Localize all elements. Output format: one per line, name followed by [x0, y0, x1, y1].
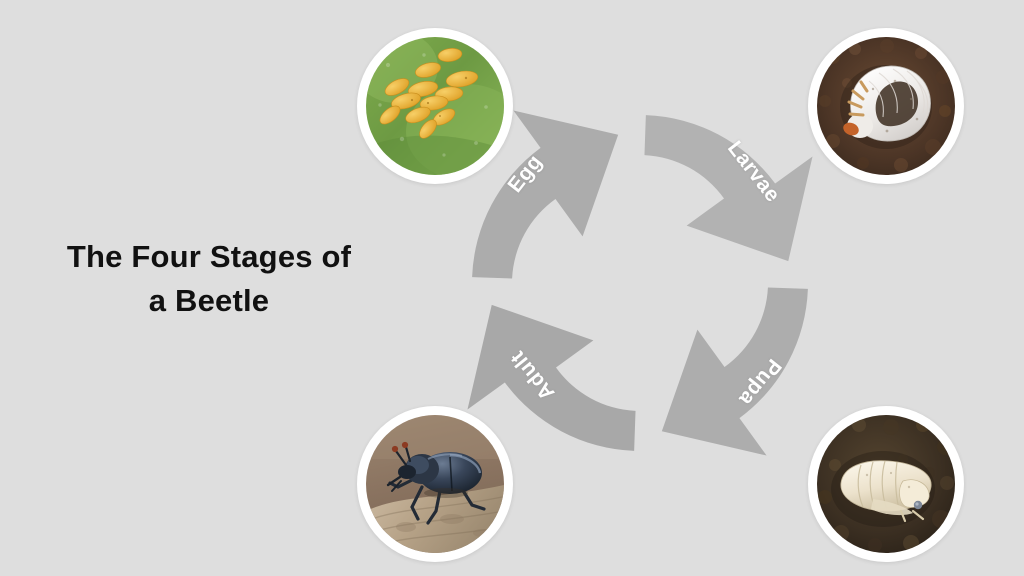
beetle-larva-illustration: [817, 37, 955, 175]
photo-egg-image: [366, 37, 504, 175]
page-title-line-1: The Four Stages of: [66, 239, 352, 274]
cycle-arrow-pupa: [661, 283, 808, 457]
beetle-eggs-illustration: [366, 37, 504, 175]
page-title-line-2: a Beetle: [148, 283, 270, 319]
photo-adult: [357, 406, 513, 562]
photo-adult-image: [366, 415, 504, 553]
photo-larvae-image: [817, 37, 955, 175]
beetle-pupa-illustration: [817, 415, 955, 553]
photo-egg: [357, 28, 513, 184]
cycle-arrow-adult: [466, 304, 640, 451]
page-title: The Four Stages of a Beetle: [14, 235, 404, 323]
adult-beetle-illustration: [366, 415, 504, 553]
photo-larvae: [808, 28, 964, 184]
photo-pupa: [808, 406, 964, 562]
cycle-arrow-larvae: [640, 115, 814, 262]
photo-pupa-image: [817, 415, 955, 553]
